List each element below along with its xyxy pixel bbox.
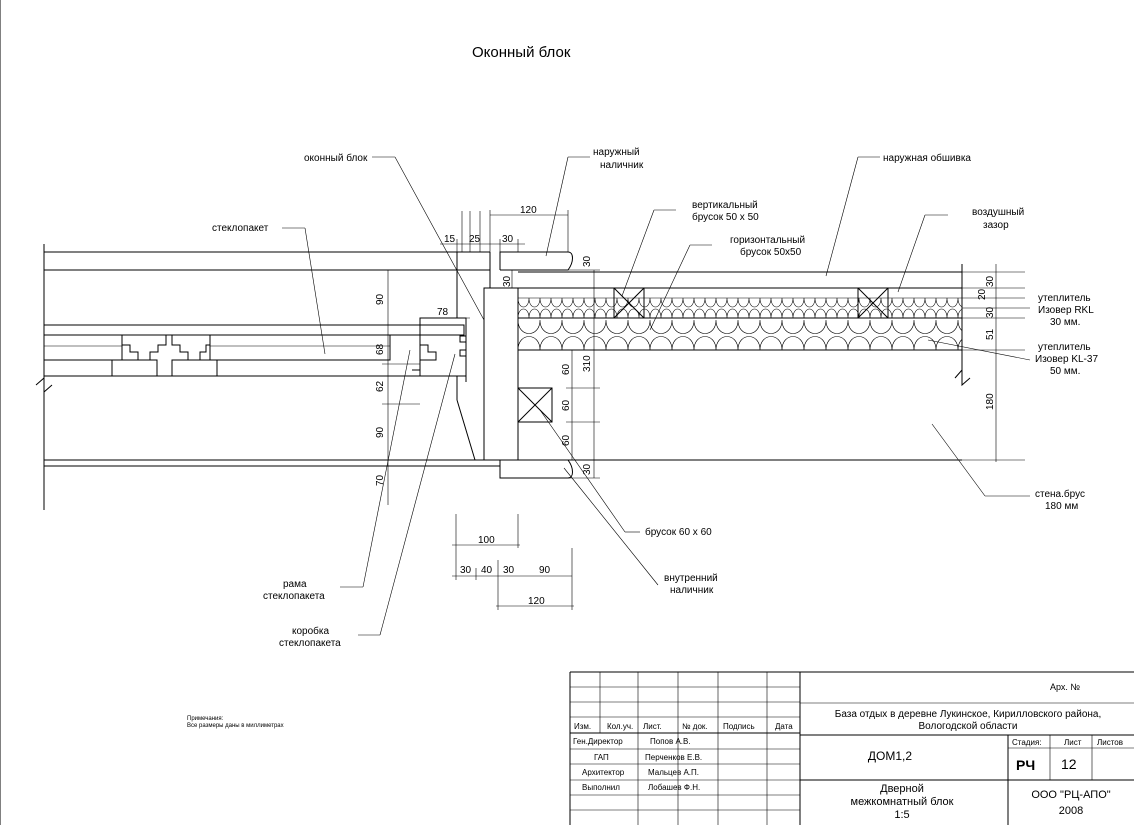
label-window-block: оконный блок xyxy=(304,152,368,164)
callout-labels: оконный блок наружный наличник наружная … xyxy=(212,147,1098,649)
col-date: Дата xyxy=(775,722,793,731)
col-signature: Подпись xyxy=(723,722,755,731)
label-outer-cladding: наружная обшивка xyxy=(883,152,971,164)
dim-62: 62 xyxy=(375,380,386,392)
label-vertical-bar-1: вертикальный xyxy=(692,200,758,211)
dim-r180: 180 xyxy=(985,393,996,410)
window-block-section xyxy=(483,251,573,479)
dim-b40: 40 xyxy=(481,565,493,576)
label-glass-unit: стеклопакет xyxy=(212,223,269,234)
stage-value: РЧ xyxy=(1016,757,1035,773)
label-insulation-kl37-2: Изовер KL-37 xyxy=(1035,354,1098,365)
notes-text: Все размеры даны в миллиметрах xyxy=(187,723,284,729)
drawing-name-2: межкомнатный блок xyxy=(851,796,954,808)
dim-310: 310 xyxy=(582,355,593,372)
label-vertical-bar-2: брусок 50 х 50 xyxy=(692,211,759,223)
label-air-gap-2: зазор xyxy=(983,220,1009,231)
drawing-name-1: Дверной xyxy=(880,783,924,795)
dim-78: 78 xyxy=(437,307,449,318)
label-horizontal-bar-1: горизонтальный xyxy=(730,235,805,246)
dim-15: 15 xyxy=(444,234,456,245)
notes-title: Примечания: xyxy=(187,716,224,722)
dim-25: 25 xyxy=(469,234,481,245)
col-list: Лист. xyxy=(643,722,662,731)
drawing-title: Оконный блок xyxy=(472,44,571,61)
arch-number-label: Арх. № xyxy=(1050,682,1080,692)
role-3: Архитектор xyxy=(582,768,625,777)
label-insulation-rkl-3: 30 мм. xyxy=(1050,317,1080,328)
sheet-value: 12 xyxy=(1061,756,1077,772)
dim-30b: 30 xyxy=(502,275,513,287)
stage-label: Стадия: xyxy=(1012,738,1042,747)
label-wall-beam-1: стена.брус xyxy=(1035,488,1085,500)
dim-b120: 120 xyxy=(528,596,545,607)
dim-b90: 90 xyxy=(539,565,551,576)
label-air-gap-1: воздушный xyxy=(972,207,1024,218)
dim-30d: 30 xyxy=(582,463,593,475)
company-name: ООО "РЦ-АПО" xyxy=(1031,789,1110,801)
title-block: Арх. № База отдых в деревне Лукинское, К… xyxy=(569,671,1134,825)
dim-70: 70 xyxy=(375,474,386,486)
label-insulation-rkl-2: Изовер RKL xyxy=(1038,305,1094,316)
col-izm: Изм. xyxy=(574,722,591,731)
dim-60c: 60 xyxy=(561,434,572,446)
label-insulation-rkl-1: утеплитель xyxy=(1038,293,1091,304)
dim-90a: 90 xyxy=(375,293,386,305)
col-doc-no: № док. xyxy=(682,722,708,731)
sheet-label: Лист xyxy=(1064,738,1082,747)
dim-top-120: 120 xyxy=(520,205,537,216)
name-3: Мальцев А.П. xyxy=(648,768,699,777)
name-2: Перченков Е.В. xyxy=(645,753,702,762)
leader-lines xyxy=(282,156,1031,636)
dim-90b: 90 xyxy=(375,426,386,438)
wall-layers-section xyxy=(518,264,971,461)
dim-60b: 60 xyxy=(561,399,572,411)
dim-b100: 100 xyxy=(478,535,495,546)
label-glass-box-2: стеклопакета xyxy=(279,638,341,649)
label-insulation-kl37-1: утеплитель xyxy=(1038,342,1091,353)
dim-r30: 30 xyxy=(985,275,996,287)
label-glass-frame-2: стеклопакета xyxy=(263,591,325,602)
drawing-name-3: 1:5 xyxy=(894,809,909,821)
year: 2008 xyxy=(1059,805,1083,817)
dim-r51: 51 xyxy=(985,328,996,340)
label-insulation-kl37-3: 50 мм. xyxy=(1050,366,1080,377)
dim-68: 68 xyxy=(375,343,386,355)
label-glass-frame-1: рама xyxy=(283,579,307,590)
label-glass-box-1: коробка xyxy=(292,625,329,637)
role-2: ГАП xyxy=(594,753,609,762)
dim-r30b: 30 xyxy=(985,306,996,318)
label-bar-60: брусок 60 х 60 xyxy=(645,526,712,538)
role-1: Ген.Директор xyxy=(573,737,623,746)
label-wall-beam-2: 180 мм xyxy=(1045,501,1078,512)
project-name-1: База отдых в деревне Лукинское, Кириллов… xyxy=(835,709,1102,720)
label-inner-casing-2: наличник xyxy=(670,585,714,596)
dim-30c: 30 xyxy=(582,255,593,267)
label-inner-casing-1: внутренний xyxy=(664,573,718,584)
dim-30a: 30 xyxy=(502,234,514,245)
col-kol-uch: Кол.уч. xyxy=(607,722,633,731)
name-1: Попов А.В. xyxy=(650,737,691,746)
label-horizontal-bar-2: брусок 50х50 xyxy=(740,246,802,258)
dim-b30a: 30 xyxy=(460,565,472,576)
dim-r20: 20 xyxy=(977,288,988,300)
dim-60a: 60 xyxy=(561,363,572,375)
project-name-2: Вологодской области xyxy=(919,720,1018,732)
dimension-lines xyxy=(382,210,1025,610)
glass-unit-section xyxy=(35,211,500,510)
sheets-label: Листов xyxy=(1097,738,1123,747)
label-outer-casing-2: наличник xyxy=(600,160,644,171)
dim-b30b: 30 xyxy=(503,565,515,576)
label-outer-casing-1: наружный xyxy=(593,147,640,158)
role-4: Выполнил xyxy=(582,783,620,792)
name-4: Лобашев Ф.Н. xyxy=(648,783,700,792)
dimension-values: 120 15 25 30 78 90 68 62 90 70 30 30 310… xyxy=(375,205,996,607)
object-name: ДОМ1,2 xyxy=(868,749,912,763)
